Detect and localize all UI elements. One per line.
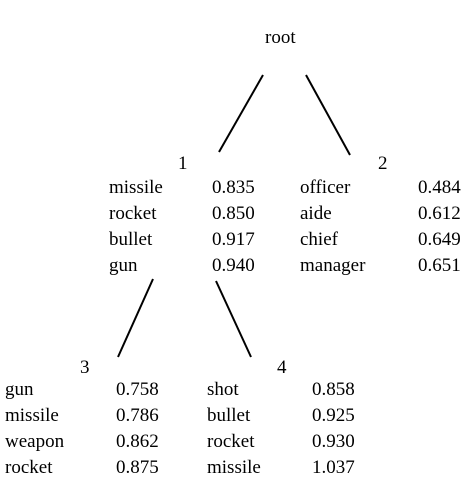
node-3-word: weapon (5, 431, 65, 452)
edge-root-to-2 (305, 74, 351, 156)
node-1-score: 0.850 (212, 203, 255, 224)
node-2-score: 0.649 (418, 229, 461, 250)
node-2-word: chief (300, 229, 338, 250)
node-2-score: 0.651 (418, 255, 461, 276)
node-3-score: 0.875 (116, 457, 159, 478)
node-2-word: manager (300, 255, 366, 276)
node-1-word: missile (109, 177, 163, 198)
root-label: root (265, 27, 296, 48)
node-1-word: rocket (109, 203, 157, 224)
node-3-word: rocket (5, 457, 53, 478)
node-2-word: aide (300, 203, 332, 224)
node-4-word: shot (207, 379, 239, 400)
node-4-score: 1.037 (312, 457, 355, 478)
node-1-label: 1 (178, 153, 188, 174)
node-4-score: 0.858 (312, 379, 355, 400)
node-4-label: 4 (277, 357, 287, 378)
node-3-score: 0.862 (116, 431, 159, 452)
node-3-score: 0.758 (116, 379, 159, 400)
edge-1-to-4 (215, 280, 252, 358)
node-4-word: missile (207, 457, 261, 478)
node-3-score: 0.786 (116, 405, 159, 426)
node-2-score: 0.484 (418, 177, 461, 198)
node-4-score: 0.930 (312, 431, 355, 452)
node-2-word: officer (300, 177, 351, 198)
node-3-label: 3 (80, 357, 90, 378)
node-4-score: 0.925 (312, 405, 355, 426)
node-3-word: missile (5, 405, 59, 426)
node-1-score: 0.940 (212, 255, 255, 276)
node-4-word: bullet (207, 405, 251, 426)
node-3-word: gun (5, 379, 34, 400)
node-1-score: 0.835 (212, 177, 255, 198)
node-1-word: bullet (109, 229, 153, 250)
node-2-label: 2 (378, 153, 388, 174)
edge-root-to-1 (218, 74, 264, 153)
node-4-word: rocket (207, 431, 255, 452)
node-1-word: gun (109, 255, 138, 276)
edge-1-to-3 (117, 278, 154, 358)
node-2-score: 0.612 (418, 203, 461, 224)
node-1-score: 0.917 (212, 229, 255, 250)
